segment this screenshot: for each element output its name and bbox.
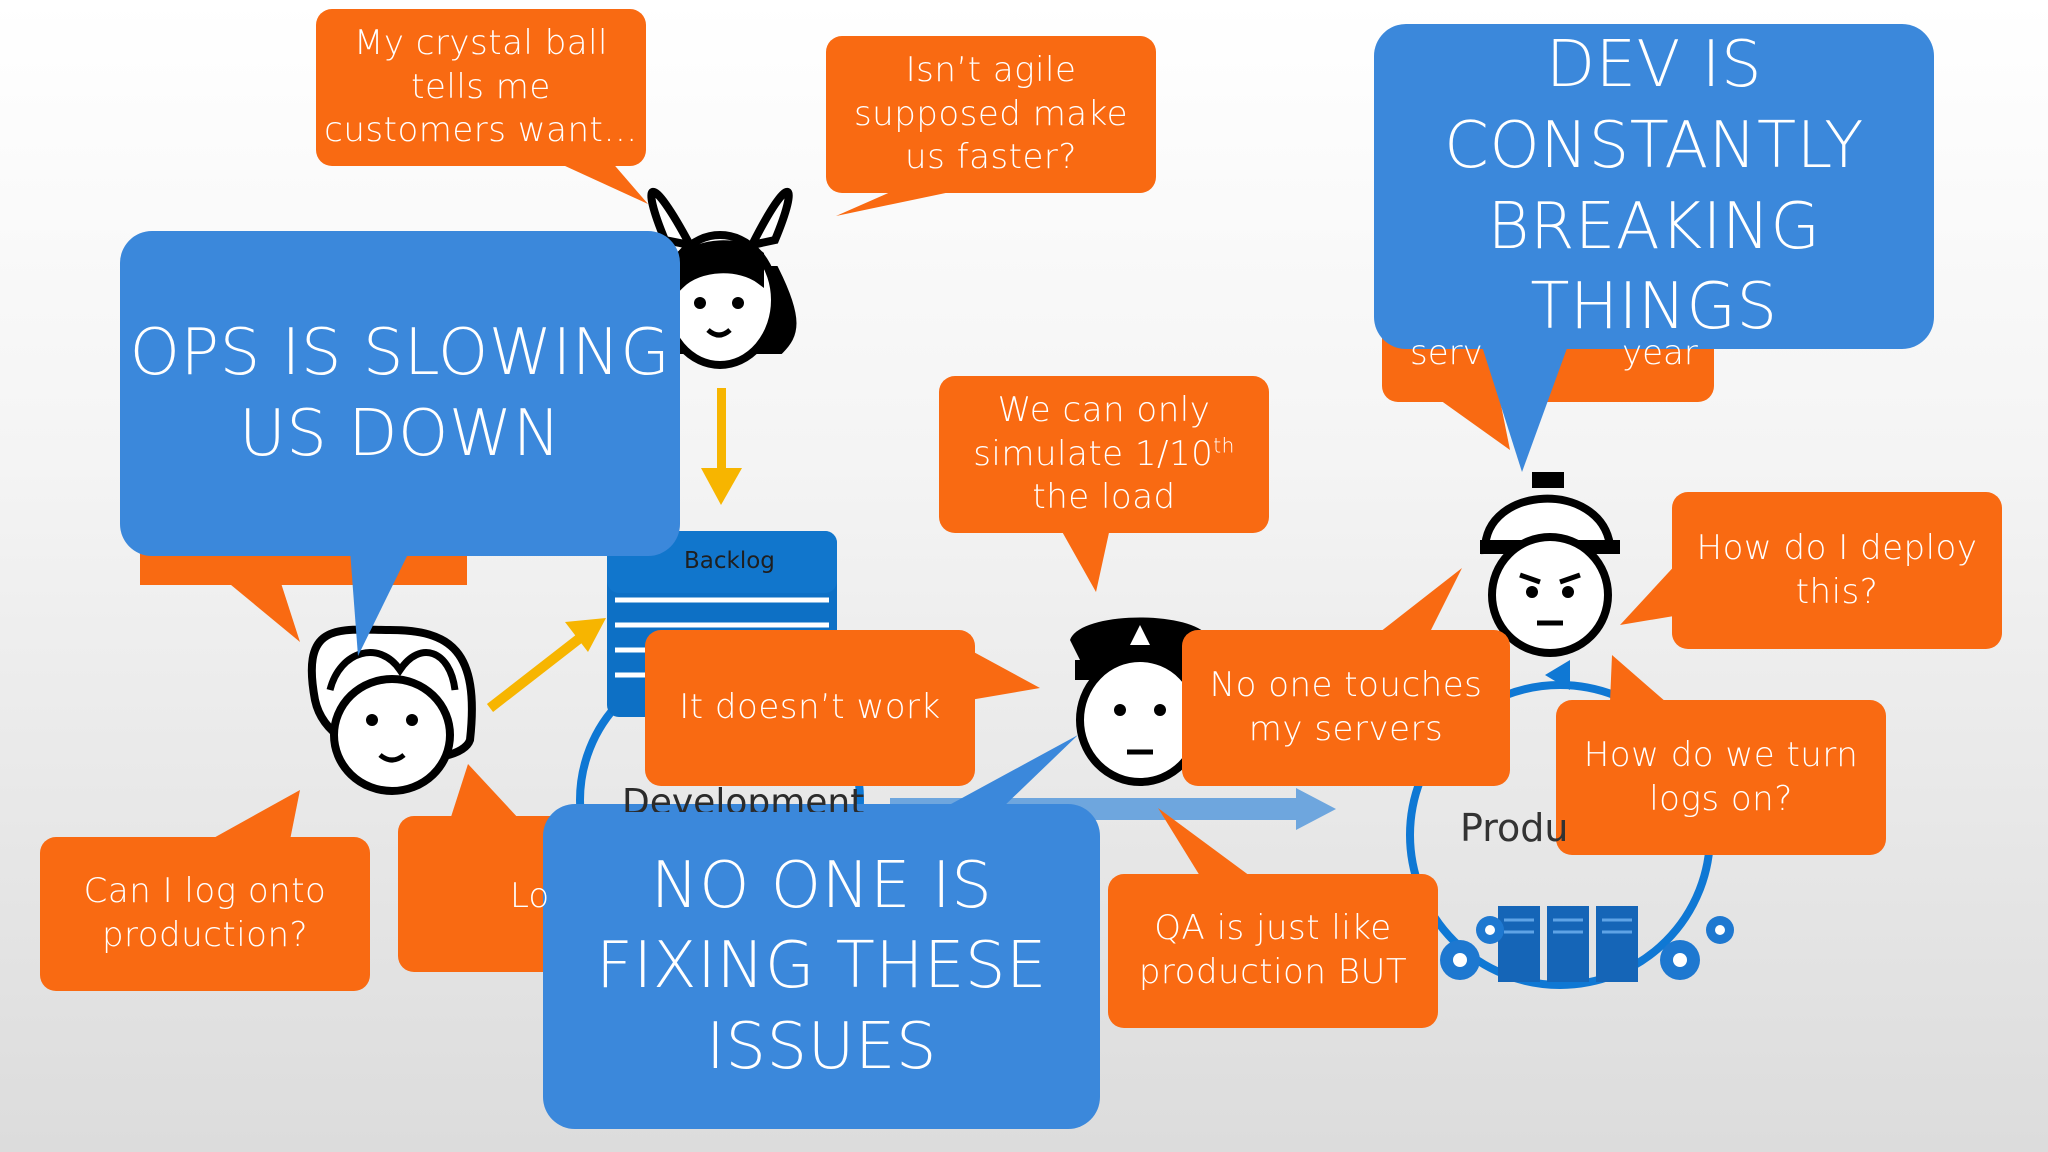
callout-fixing bbox=[543, 735, 1100, 1129]
callout-dev bbox=[1374, 24, 1934, 472]
fixing-callout-text: NO ONE IS FIXING THESE ISSUES bbox=[596, 848, 1047, 1084]
crystal-ball-text: My crystal ball tells me customers want… bbox=[324, 23, 638, 151]
log-onto-text: Can I log onto production? bbox=[83, 871, 327, 955]
dev-callout-text: DEV IS CONSTANTLY BREAKING THINGS bbox=[1444, 28, 1864, 345]
operations-hardhat-icon bbox=[1480, 472, 1620, 657]
developer-woman-icon bbox=[307, 625, 476, 795]
bubble-qa bbox=[1108, 808, 1438, 1028]
production-label: Produ bbox=[1460, 806, 1569, 850]
callout-ops bbox=[120, 231, 680, 656]
hidden-orange-bubble-lo bbox=[398, 764, 568, 972]
gear-icon bbox=[1440, 916, 1734, 980]
simulate-superscript: th bbox=[1213, 433, 1235, 458]
simulate-line-1: We can only bbox=[997, 390, 1211, 431]
logs-text: How do we turn logs on? bbox=[1583, 734, 1859, 819]
no-touch-text: No one touches my servers bbox=[1209, 665, 1483, 749]
qa-text: QA is just like production BUT bbox=[1138, 908, 1408, 992]
bubble-simulate bbox=[939, 376, 1269, 592]
tester-police-icon bbox=[1070, 617, 1210, 786]
backlog-label: Backlog bbox=[684, 548, 775, 574]
simulate-fraction: simulate 1/10 bbox=[973, 433, 1214, 474]
bubble-no-touch bbox=[1182, 568, 1510, 786]
simulate-text: We can only simulate 1/10th the load bbox=[939, 376, 1269, 533]
simulate-line-3: the load bbox=[1032, 477, 1176, 518]
deploy-text: How do I deploy this? bbox=[1696, 527, 1978, 612]
bubble-logs bbox=[1556, 655, 1886, 855]
bubble-crystal-ball bbox=[316, 9, 648, 204]
bubble-log-onto bbox=[40, 790, 370, 991]
partial-serv-text: serv bbox=[1410, 333, 1483, 373]
flow-arrow-yellow-diagonal bbox=[486, 618, 606, 712]
simulate-line-2: simulate 1/10th bbox=[973, 433, 1235, 477]
bubble-doesnt-work bbox=[645, 630, 1040, 786]
agile-text: Isn’t agile supposed make us faster? bbox=[853, 50, 1129, 178]
doesnt-work-text: It doesn’t work bbox=[679, 687, 941, 728]
partial-lo-text: Lo bbox=[510, 876, 550, 916]
development-label: Development bbox=[622, 782, 865, 812]
server-rack-icon bbox=[1498, 906, 1638, 982]
flow-arrow-yellow-down bbox=[701, 388, 742, 505]
partial-year-text: year bbox=[1622, 333, 1698, 373]
ops-callout-text: OPS IS SLOWING US DOWN bbox=[129, 315, 671, 471]
bubble-agile bbox=[826, 36, 1156, 216]
bubble-deploy bbox=[1620, 492, 2002, 649]
